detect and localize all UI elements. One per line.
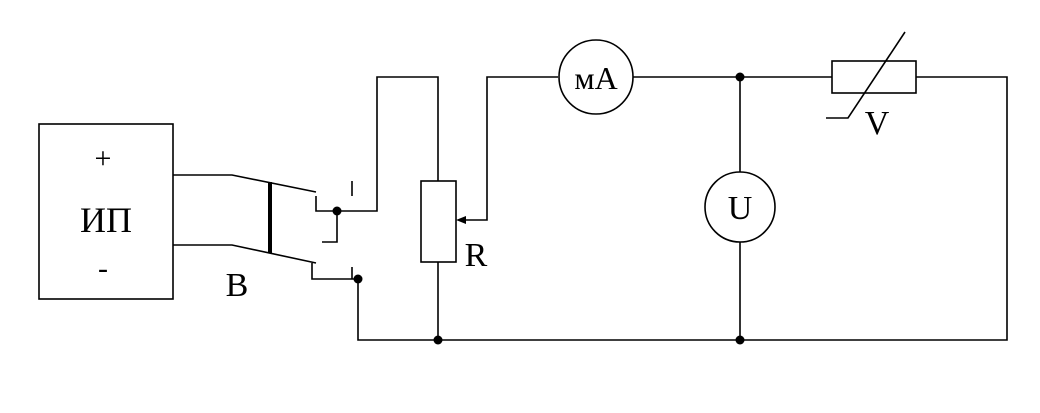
rheostat-r: R xyxy=(420,76,558,340)
rheostat-body xyxy=(420,180,457,263)
varistor-nonlinear-mark xyxy=(826,31,906,119)
milliammeter: мА xyxy=(558,39,634,115)
rheostat-wiper-wire xyxy=(462,76,558,221)
junction-top-voltmeter xyxy=(735,72,745,82)
junction-bottom-voltmeter xyxy=(735,335,745,345)
power-supply: + ИП - xyxy=(38,123,174,300)
milliammeter-label: мА xyxy=(574,60,617,96)
junction-bottom-rheostat xyxy=(433,335,443,345)
varistor-label: V xyxy=(865,105,890,142)
rheostat-wiper-arrow xyxy=(456,216,466,224)
varistor-v: V xyxy=(826,31,917,142)
switch-lower-contact xyxy=(322,211,338,243)
varistor-body xyxy=(831,60,917,94)
power-supply-plus-label: + xyxy=(95,142,112,175)
voltmeter-label: U xyxy=(728,190,753,227)
switch-upper-terminal xyxy=(315,196,337,212)
voltmeter: U xyxy=(704,77,776,340)
power-supply-name-label: ИП xyxy=(80,200,132,240)
rheostat-label: R xyxy=(465,237,488,274)
power-supply-box xyxy=(38,123,174,300)
supply-plus-wire xyxy=(173,174,317,193)
switch-b: B xyxy=(226,181,363,304)
switch-to-rheostat-top-wire xyxy=(337,76,439,212)
switch-label: B xyxy=(226,267,249,304)
bottom-return-wire xyxy=(357,76,1008,341)
voltmeter-circle xyxy=(704,171,776,243)
switch-lower-terminal xyxy=(311,263,358,280)
supply-minus-wire xyxy=(173,244,317,264)
power-supply-minus-label: - xyxy=(98,252,108,285)
